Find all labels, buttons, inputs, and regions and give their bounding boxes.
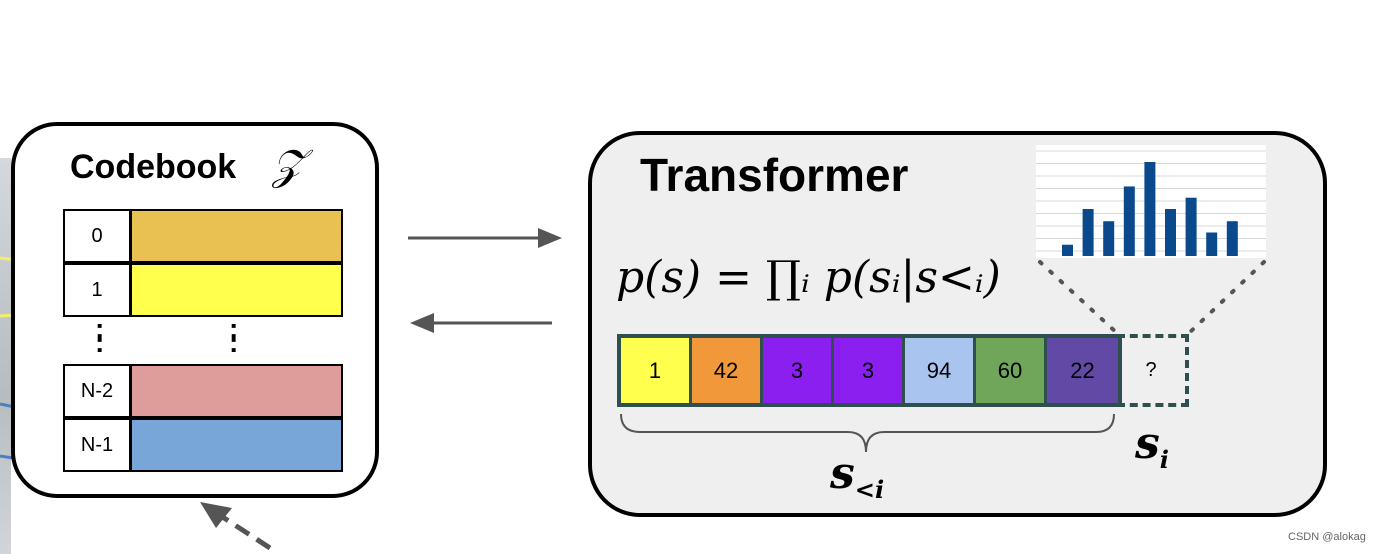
histogram-bar-0: [1062, 244, 1073, 256]
token-3: 3: [834, 338, 905, 403]
token-0: 1: [621, 338, 692, 403]
probability-histogram: [1036, 145, 1266, 258]
histogram-bar-7: [1206, 232, 1218, 256]
projection-line-left: [1038, 260, 1120, 336]
token-6: 22: [1047, 338, 1118, 403]
brace: [620, 413, 1115, 453]
histogram-svg: [1036, 150, 1266, 256]
codebook-title: Codebook: [70, 148, 237, 186]
histogram-bar-4: [1144, 162, 1156, 256]
watermark: CSDN @alokag: [1288, 531, 1366, 543]
codebook-vector: [130, 418, 343, 472]
histogram-bar-6: [1185, 197, 1197, 256]
codebook-row-1: 1: [63, 263, 343, 317]
codebook-row-n2: N-2: [63, 364, 343, 418]
histogram-bar-1: [1082, 209, 1094, 256]
right-arrow-head: [538, 228, 562, 248]
codebook-index: 1: [63, 263, 131, 317]
ellipsis-vector: ::: [229, 313, 239, 358]
codebook-vector: [130, 364, 343, 418]
left-arrow-head: [410, 313, 434, 333]
image-edge: [0, 158, 11, 554]
codebook-row-0: 0: [63, 209, 343, 263]
histogram-bar-8: [1226, 221, 1238, 256]
token-1: 42: [692, 338, 763, 403]
transformer-title: Transformer: [640, 149, 909, 201]
histogram-bar-5: [1165, 209, 1176, 256]
codebook-symbol: 𝒵: [272, 140, 304, 189]
label-s-i: si: [1135, 418, 1169, 474]
next-token-box: ?: [1117, 334, 1189, 407]
token-5: 60: [976, 338, 1047, 403]
probability-formula: p(s) = ∏ᵢ p(sᵢ|s<ᵢ): [616, 252, 1001, 303]
codebook-row-n1: N-1: [63, 418, 343, 472]
codebook-vector: [130, 263, 343, 317]
ellipsis-index: ::: [95, 313, 105, 358]
codebook-index: N-2: [63, 364, 131, 418]
codebook-vector: [130, 209, 343, 263]
histogram-bar-2: [1103, 221, 1115, 256]
histogram-bar-3: [1123, 186, 1135, 256]
projection-line-right: [1186, 260, 1266, 336]
codebook-index: N-1: [63, 418, 131, 472]
token-4: 94: [905, 338, 976, 403]
dashed-arrow-line: [216, 511, 272, 551]
dashed-arrow-head: [200, 502, 232, 528]
token-2: 3: [763, 338, 834, 403]
label-s-less-i: s<i: [830, 448, 885, 504]
